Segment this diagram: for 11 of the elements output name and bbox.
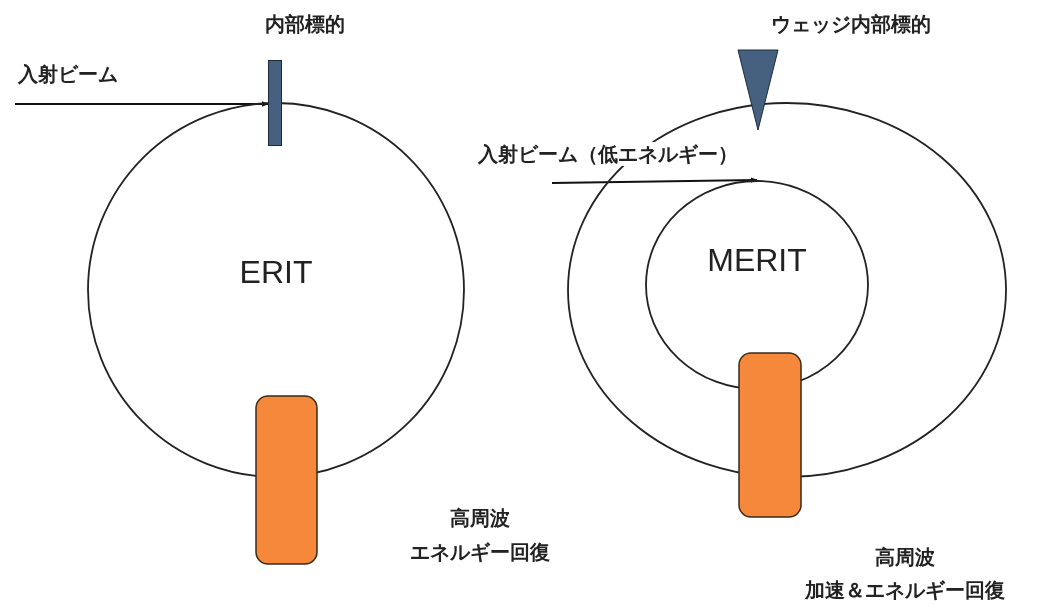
cavity-caption: エネルギー回復 [410,540,550,564]
cavity-caption: 高周波 [450,506,510,530]
cavity-caption: 加速＆エネルギー回復 [805,578,1005,602]
beam-arrow [14,101,269,107]
beam-arrow [551,177,758,184]
target-label: ウェッジ内部標的 [771,12,931,36]
ring-label: MERIT [706,242,808,278]
edge-label: 入射ビーム [18,62,118,86]
ring-label: ERIT [238,254,314,290]
cavity-caption: 高周波 [875,545,935,569]
target-label: 内部標的 [264,12,346,36]
